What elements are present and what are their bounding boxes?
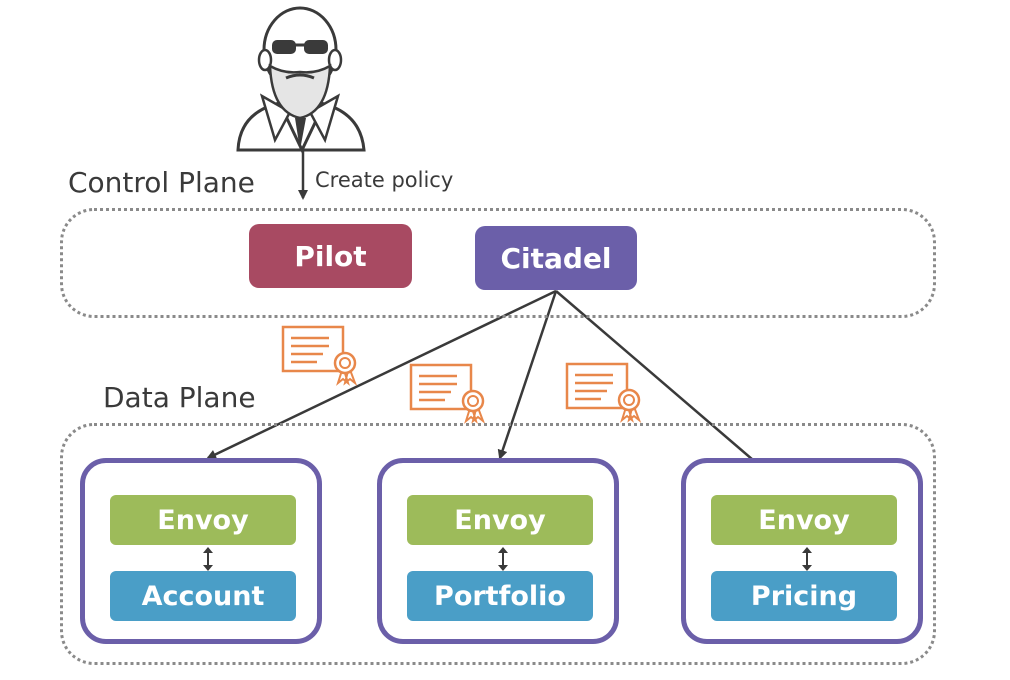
pod-pricing: Envoy Pricing bbox=[681, 458, 923, 644]
certificate-icon bbox=[281, 325, 357, 385]
control-plane-label: Control Plane bbox=[68, 166, 255, 199]
envoy-proxy: Envoy bbox=[407, 495, 593, 545]
bidirectional-arrow-icon bbox=[802, 547, 812, 571]
citadel-box: Citadel bbox=[475, 226, 637, 290]
envoy-proxy: Envoy bbox=[110, 495, 296, 545]
citadel-to-portfolio-arrow bbox=[497, 290, 558, 460]
operator-icon bbox=[236, 6, 366, 154]
pod-portfolio: Envoy Portfolio bbox=[377, 458, 619, 644]
service-pricing: Pricing bbox=[711, 571, 897, 621]
citadel-to-pricing-arrow bbox=[555, 290, 790, 492]
pod-account: Envoy Account bbox=[80, 458, 322, 644]
service-portfolio: Portfolio bbox=[407, 571, 593, 621]
citadel-to-account-arrow bbox=[206, 289, 557, 460]
certificate-icon bbox=[565, 362, 641, 422]
service-account: Account bbox=[110, 571, 296, 621]
control-plane-boundary bbox=[60, 208, 936, 318]
data-plane-label: Data Plane bbox=[103, 381, 256, 414]
create-policy-label: Create policy bbox=[315, 168, 454, 192]
bidirectional-arrow-icon bbox=[498, 547, 508, 571]
certificate-icon bbox=[409, 363, 485, 423]
bidirectional-arrow-icon bbox=[203, 547, 213, 571]
envoy-proxy: Envoy bbox=[711, 495, 897, 545]
pilot-box: Pilot bbox=[249, 224, 412, 288]
data-plane-boundary bbox=[60, 423, 936, 665]
